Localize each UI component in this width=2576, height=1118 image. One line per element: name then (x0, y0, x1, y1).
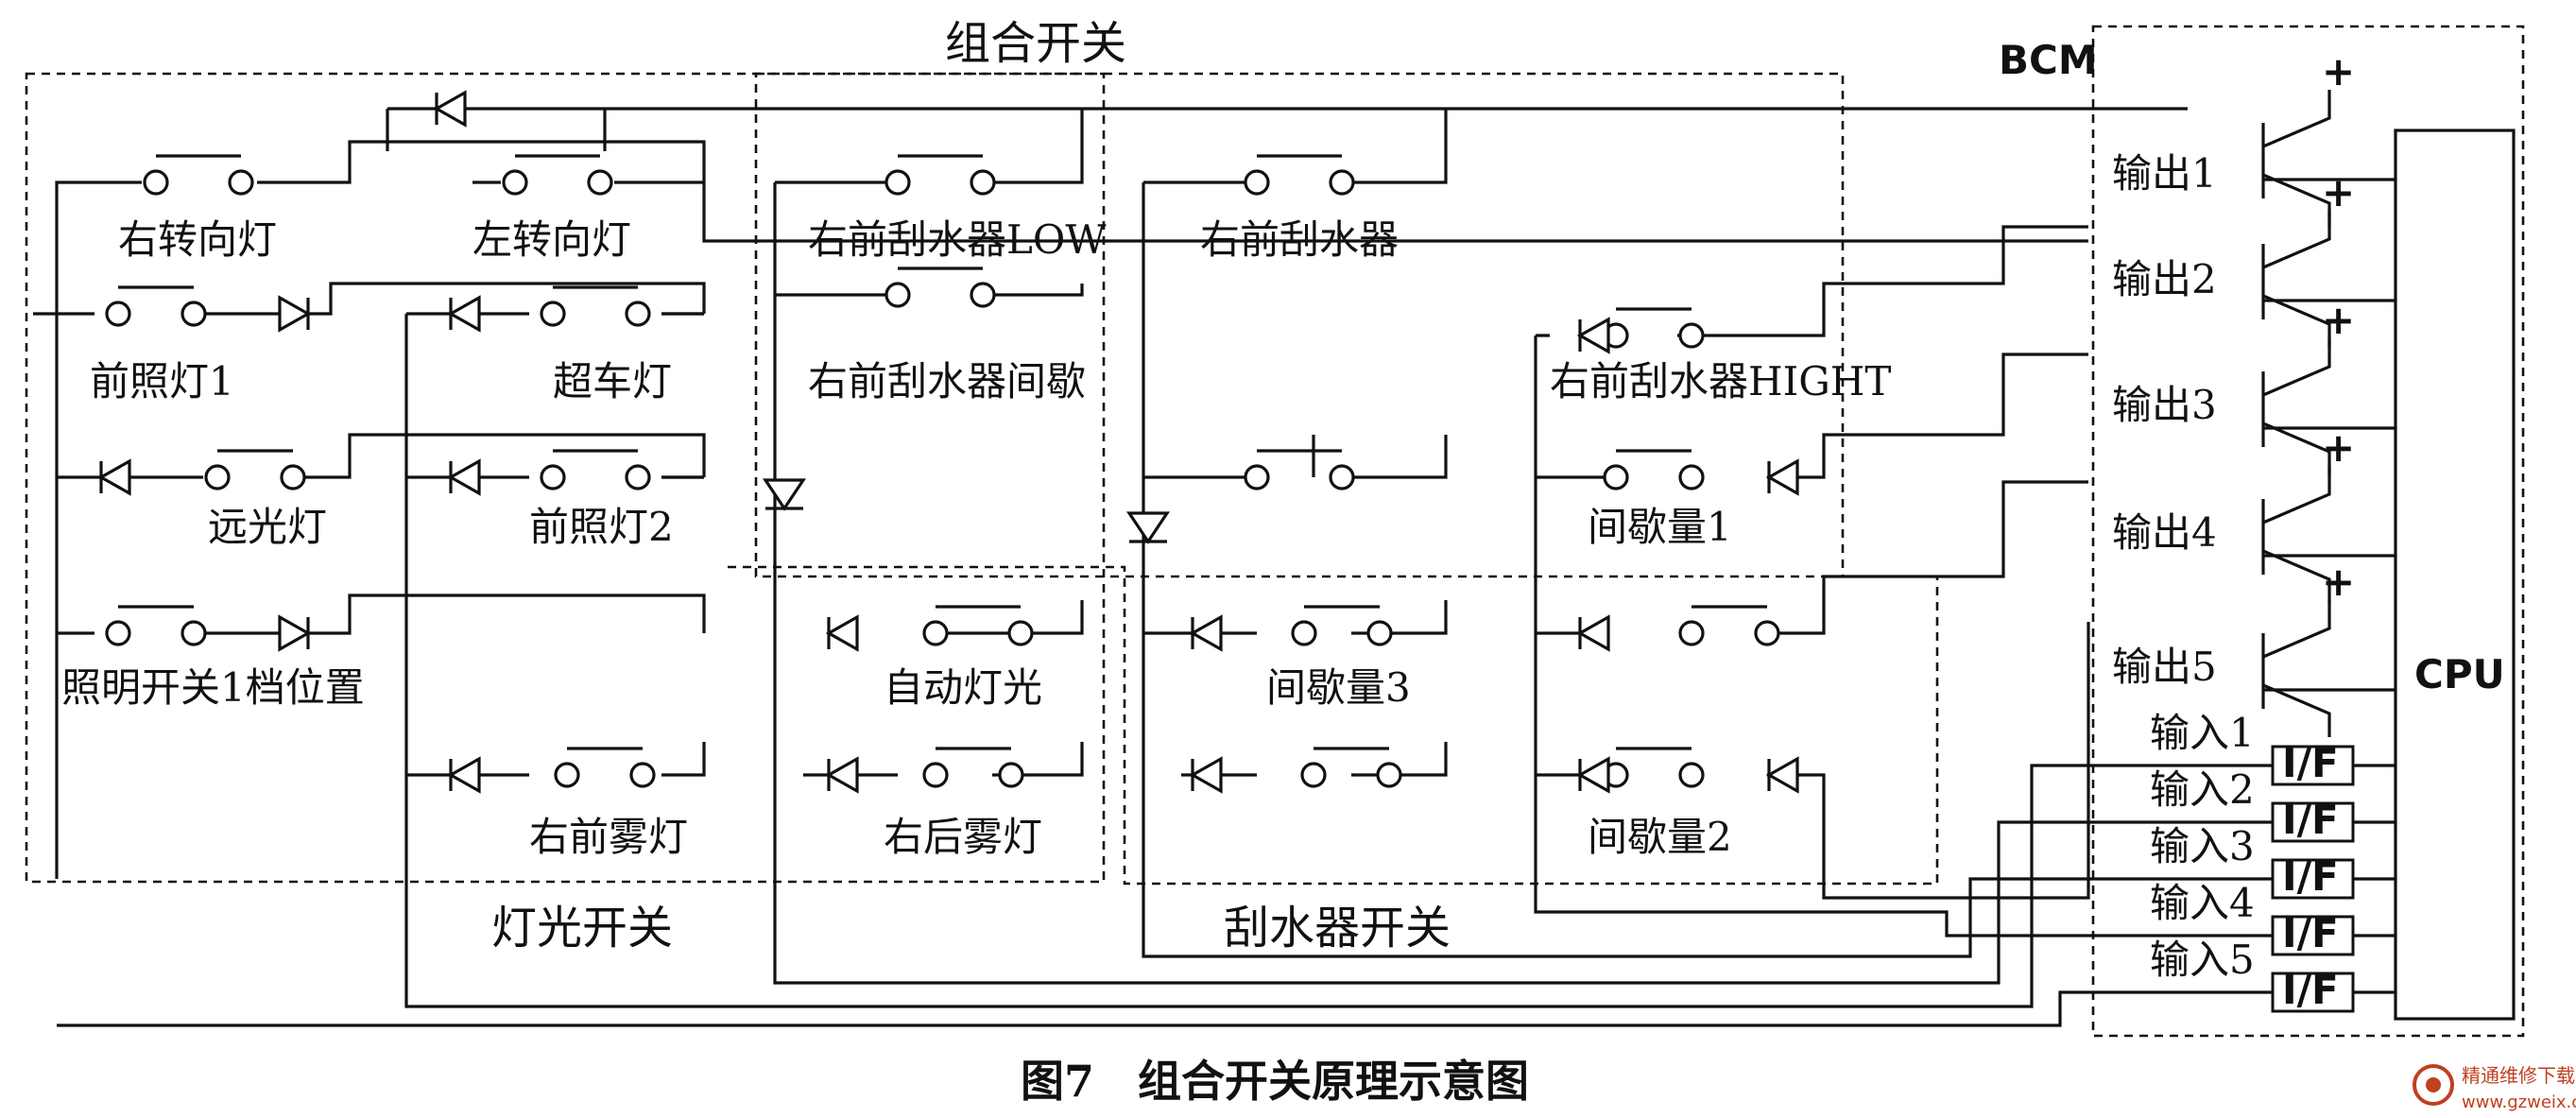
light-switch-box (25, 72, 1106, 884)
label-illum1: 照明开关1档位置 (61, 664, 365, 711)
label-wlow: 右前刮水器LOW (808, 216, 1107, 263)
watermark: 精通维修下载 www.gzweix.com (2413, 1064, 2576, 1112)
svg-text:+: + (2322, 559, 2355, 605)
label-head2: 前照灯2 (529, 504, 674, 550)
diodes (97, 90, 1799, 794)
label-overtake: 超车灯 (553, 358, 672, 404)
svg-text:+: + (2322, 424, 2355, 471)
watermark-url: www.gzweix.com (2462, 1092, 2576, 1112)
bcm-box (2091, 25, 2525, 1038)
svg-text:输出3: 输出3 (2112, 382, 2217, 428)
svg-text:I/F: I/F (2282, 910, 2339, 956)
label-whigh: 右前刮水器HIGHT (1550, 358, 1891, 404)
output-transistors: + + + + + (2261, 48, 2355, 737)
svg-text:输出4: 输出4 (2112, 509, 2217, 556)
label-rrfog: 右后雾灯 (884, 814, 1042, 860)
label-farlight: 远光灯 (208, 504, 327, 550)
watermark-cn: 精通维修下载 (2462, 1064, 2575, 1087)
label-int2: 间歇量2 (1588, 814, 1732, 860)
svg-text:I/F: I/F (2282, 797, 2339, 843)
label-int3: 间歇量3 (1266, 664, 1411, 711)
svg-text:输出5: 输出5 (2112, 644, 2217, 690)
figure-caption: 图7 组合开关原理示意图 (1021, 1056, 1529, 1107)
svg-text:输入5: 输入5 (2150, 937, 2255, 983)
output-labels: 输出1 输出2 输出3 输出4 输出5 (2112, 150, 2217, 690)
bcm-label: BCM (1999, 37, 2098, 83)
svg-text:输入3: 输入3 (2150, 823, 2255, 869)
label-rfog: 右前雾灯 (529, 814, 688, 860)
svg-text:+: + (2322, 48, 2355, 95)
interface-boxes: I/F I/F I/F I/F I/F (2271, 740, 2355, 1013)
cpu-block (2394, 129, 2516, 1021)
svg-text:输入1: 输入1 (2150, 710, 2255, 756)
label-rturn: 右转向灯 (118, 216, 277, 263)
switch-labels: 右转向灯 左转向灯 右前刮水器LOW 右前刮水器 前照灯1 超车灯 右前刮水器间… (61, 216, 1891, 860)
label-wiper: 右前刮水器 (1200, 216, 1399, 263)
svg-text:I/F: I/F (2282, 740, 2339, 786)
label-int1: 间歇量1 (1588, 504, 1732, 550)
wiper-switch-box (728, 565, 1939, 886)
svg-text:输入2: 输入2 (2150, 766, 2255, 813)
svg-text:+: + (2322, 169, 2355, 215)
svg-text:I/F: I/F (2282, 967, 2339, 1013)
svg-text:输出2: 输出2 (2112, 256, 2217, 302)
combo-switch-title: 组合开关 (945, 17, 1126, 70)
input-labels: 输入1 输入2 输入3 输入4 输入5 (2150, 710, 2255, 983)
svg-text:输出1: 输出1 (2112, 150, 2217, 197)
combo-switch-box (754, 72, 1845, 578)
wiper-switch-title: 刮水器开关 (1224, 902, 1451, 955)
svg-text:I/F: I/F (2282, 853, 2339, 900)
svg-text:+: + (2322, 297, 2355, 343)
label-wint: 右前刮水器间歇 (808, 358, 1086, 404)
switch-contacts (105, 154, 1780, 788)
label-head1: 前照灯1 (90, 358, 234, 404)
cpu-label: CPU (2414, 651, 2505, 697)
light-switch-title: 灯光开关 (491, 902, 673, 955)
svg-text:输入4: 输入4 (2150, 880, 2255, 926)
label-autolight: 自动灯光 (884, 664, 1042, 711)
label-lturn: 左转向灯 (472, 216, 631, 263)
